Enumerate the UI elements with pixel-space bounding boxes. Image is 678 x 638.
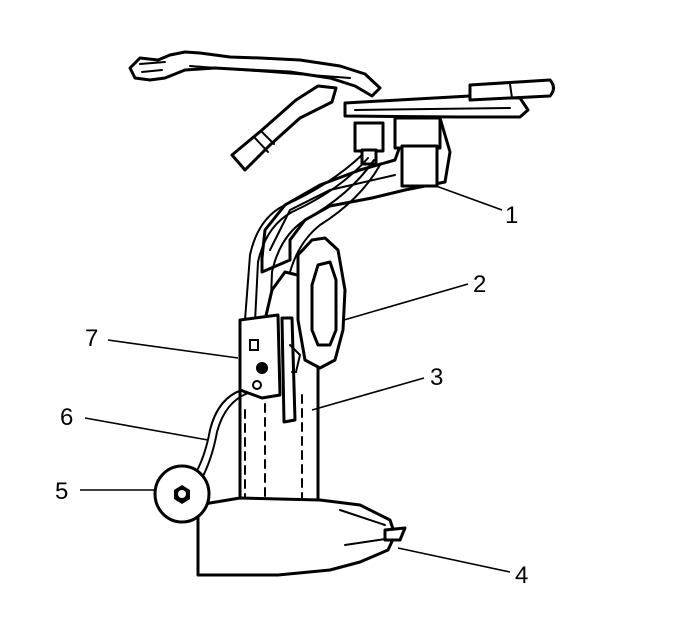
leader-6 [84,417,209,441]
callout-2: 2 [473,271,486,298]
leader-4 [397,547,511,573]
leader-3 [311,377,425,411]
leader-lines [80,185,511,573]
sender-ground-wire [192,389,249,483]
callout-6: 6 [60,404,73,431]
callout-3: 3 [430,364,443,391]
callout-1: 1 [505,202,518,229]
callout-5: 5 [55,478,68,505]
leader-7 [107,339,239,359]
fuel-level-sender [238,313,302,424]
leader-1 [435,185,503,211]
callout-labels: 1 2 3 4 5 6 7 [55,202,528,589]
fuel-level-float [296,236,347,370]
leader-2 [343,283,469,321]
callout-7: 7 [85,325,98,352]
callout-4: 4 [515,562,528,589]
fuel-feed-pipe [230,84,338,172]
fuel-strainer [196,496,407,577]
internal-wiring [244,154,381,326]
ground-terminal [153,464,211,524]
electrical-connector [353,116,442,188]
fuel-pipe [468,78,555,102]
wiring-harness [128,50,382,98]
